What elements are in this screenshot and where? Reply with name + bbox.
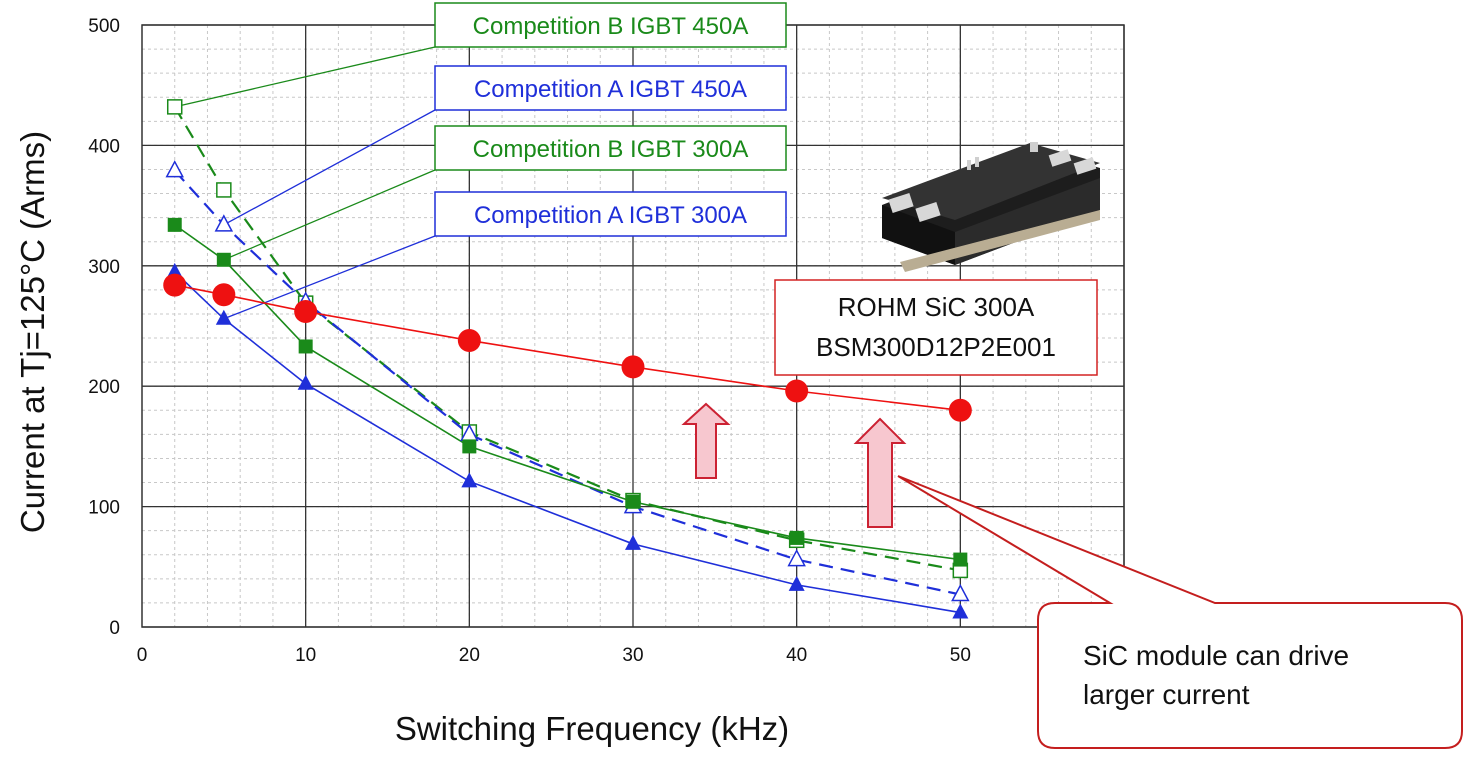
power-module-image (882, 142, 1100, 272)
data-point-triangle (787, 548, 806, 567)
data-point-circle (163, 273, 187, 297)
legend-label: Competition A IGBT 300A (474, 202, 747, 229)
legend-box (434, 65, 787, 111)
data-point-triangle (215, 309, 232, 325)
data-point-square (216, 182, 232, 198)
data-point-circle (212, 283, 236, 307)
x-tick-label: 50 (950, 645, 971, 666)
data-point-triangle (166, 262, 183, 278)
callout-text-line1: SiC module can drive (1083, 640, 1349, 671)
y-tick-label: 200 (88, 377, 120, 398)
data-point-triangle (952, 603, 969, 619)
data-point-square (216, 252, 231, 267)
x-axis-label: Switching Frequency (kHz) (395, 710, 789, 747)
data-point-triangle (625, 534, 641, 550)
legend-labels: Competition B IGBT 450A Competition A IGB… (434, 2, 787, 237)
data-point-circle (457, 328, 481, 352)
data-point-circle (785, 379, 809, 403)
sic-label-box: ROHM SiC 300A BSM300D12P2E001 (774, 279, 1098, 376)
x-tick-label: 40 (786, 645, 807, 666)
legend-leader-lines (174, 46, 436, 320)
legend-box (434, 191, 787, 237)
sic-label-line2: BSM300D12P2E001 (816, 332, 1056, 362)
x-tick-label: 0 (137, 645, 148, 666)
legend-label: Competition B IGBT 450A (473, 13, 749, 40)
legend-leader-line (174, 46, 436, 108)
data-point-triangle (788, 575, 805, 591)
data-point-circle (948, 398, 972, 422)
legend-box (434, 125, 787, 171)
data-point-circle (621, 355, 645, 379)
legend-label: Competition A IGBT 450A (474, 76, 747, 103)
data-point-triangle (461, 472, 478, 488)
callout-text-line2: larger current (1083, 679, 1250, 710)
y-tick-label: 0 (109, 618, 120, 639)
data-point-square (626, 494, 640, 509)
data-point-triangle (297, 374, 314, 390)
data-point-circle (294, 300, 318, 324)
sic-label-line1: ROHM SiC 300A (838, 292, 1035, 322)
y-axis-label: Current at Tj=125°C (Arms) (14, 131, 51, 533)
data-point-triangle (165, 160, 184, 178)
callout-bubble: SiC module can drive larger current (897, 475, 1463, 749)
data-point-square (167, 217, 182, 232)
data-point-triangle (214, 214, 234, 232)
legend-leader-line (223, 235, 436, 320)
x-tick-label: 20 (459, 645, 480, 666)
data-point-square (789, 530, 804, 545)
data-point-square (298, 339, 313, 354)
data-point-square (462, 439, 477, 454)
up-arrow-large (853, 417, 907, 528)
legend-leader-line (223, 169, 436, 261)
y-tick-label: 500 (88, 16, 120, 37)
x-tick-label: 30 (622, 645, 643, 666)
legend-label: Competition B IGBT 300A (473, 136, 749, 163)
data-point-square (953, 552, 968, 567)
y-tick-label: 400 (88, 136, 120, 157)
y-tick-label: 300 (88, 257, 120, 278)
data-point-triangle (951, 583, 970, 602)
data-point-square (166, 99, 183, 115)
series-markers (163, 99, 972, 619)
x-tick-label: 10 (295, 645, 316, 666)
y-tick-label: 100 (88, 498, 120, 519)
legend-box (434, 2, 787, 48)
up-arrow-small (681, 402, 731, 479)
legend-leader-line (223, 109, 436, 226)
